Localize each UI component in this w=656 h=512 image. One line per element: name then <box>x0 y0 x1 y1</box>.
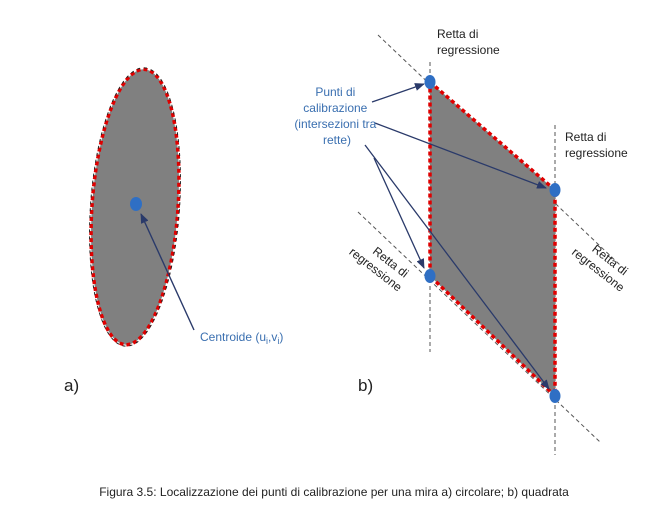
calibration-point-right-top <box>549 183 561 197</box>
calibration-point-left-bottom <box>424 269 436 283</box>
centroid-arrow <box>140 213 195 331</box>
regression-label-right-rotated: Retta di regressione <box>569 233 637 295</box>
calibration-point-bottom-right <box>549 389 561 403</box>
calibration-point-top-left <box>424 75 436 89</box>
circular-target-dark-edge <box>89 67 181 347</box>
panel-a: Centroide (ui,vi) a) <box>64 67 283 395</box>
panel-b: Punti di calibrazione (intersezioni tra … <box>294 27 637 455</box>
centroid-label: Centroide (ui,vi) <box>200 330 283 346</box>
arrow-to-top-left <box>371 83 425 103</box>
panel-b-label: b) <box>358 376 373 395</box>
regression-label-left-rotated: Retta di regressione <box>347 233 415 295</box>
regression-label-top: Retta di regressione <box>437 27 500 57</box>
arrow-to-bottom-right <box>364 144 550 390</box>
panel-a-label: a) <box>64 376 79 395</box>
figure-caption: Figura 3.5: Localizzazione dei punti di … <box>99 485 569 499</box>
regression-label-right: Retta di regressione <box>565 130 628 160</box>
arrow-to-right-top <box>374 122 547 189</box>
square-target <box>428 80 557 398</box>
calibration-points-label: Punti di calibrazione (intersezioni tra … <box>294 85 379 147</box>
arrow-to-left-bottom <box>373 157 425 269</box>
centroid-point <box>130 197 142 211</box>
